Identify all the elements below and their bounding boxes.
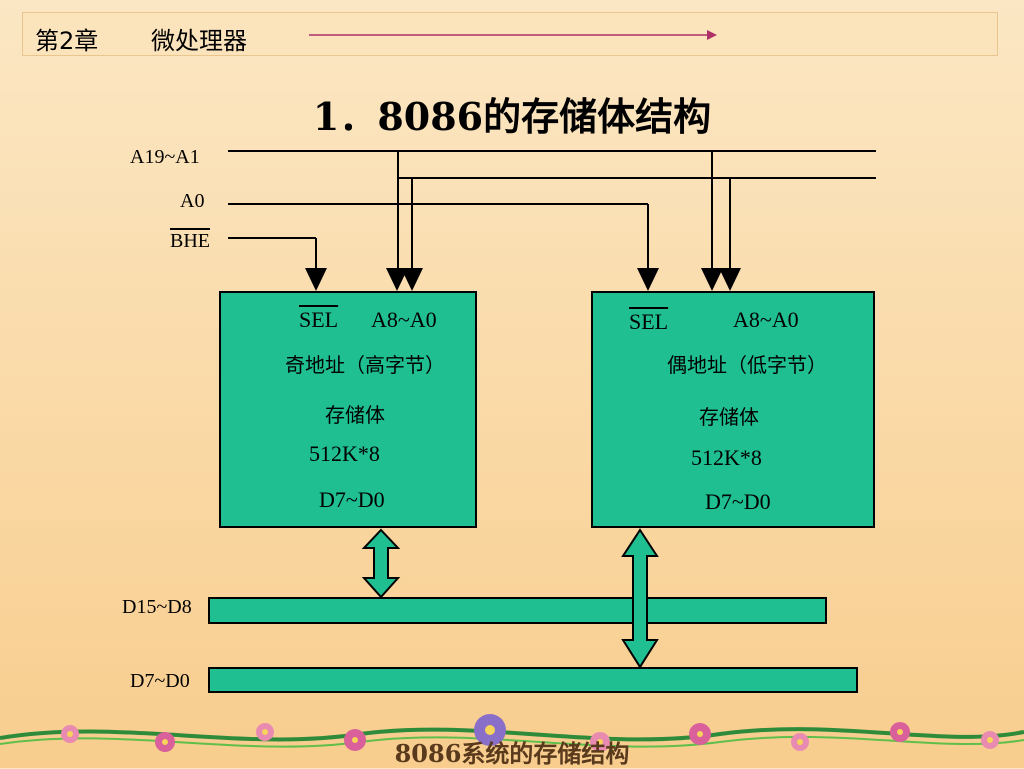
footer-caption: 8086系统的存储结构	[394, 739, 630, 768]
odd-memory-bank: SEL A8~A0 奇地址（高字节） 存储体 512K*8 D7~D0	[219, 291, 477, 528]
bhe-arrowhead-icon	[305, 268, 327, 291]
data-bus-low	[208, 667, 858, 693]
a0-arrowhead-icon	[637, 268, 659, 291]
floral-footer-decoration	[0, 714, 1024, 752]
odd-sel-label: SEL	[299, 307, 339, 332]
odd-bank-name: 奇地址（高字节）	[285, 353, 445, 377]
odd-data-label: D7~D0	[319, 487, 385, 512]
even-addr-arrowhead-1-icon	[701, 268, 723, 291]
even-addr-arrowhead-2-icon	[719, 268, 741, 291]
signal-bhe-label: BHE	[170, 230, 210, 252]
signal-a19-a1-label: A19~A1	[130, 146, 200, 168]
even-bank-bus-arrow-icon	[621, 528, 659, 669]
bus-low-label: D7~D0	[130, 670, 190, 692]
header-arrow-icon	[309, 30, 717, 40]
header-bar: 第2章 微处理器	[22, 12, 998, 56]
even-data-label: D7~D0	[705, 489, 771, 514]
odd-bank-size: 512K*8	[309, 441, 380, 466]
bus-high-label: D15~D8	[122, 596, 192, 618]
odd-addr-arrowhead-2-icon	[401, 268, 423, 291]
signal-a0-label: A0	[180, 190, 205, 212]
even-memory-bank: SEL A8~A0 偶地址（低字节） 存储体 512K*8 D7~D0	[591, 291, 875, 528]
odd-addr-arrowhead-1-icon	[386, 268, 408, 291]
flower-icons	[61, 714, 999, 752]
data-bus-high	[208, 597, 827, 624]
odd-addr-label: A8~A0	[371, 307, 437, 332]
odd-bank-kind: 存储体	[325, 403, 385, 427]
even-sel-label: SEL	[629, 309, 669, 334]
odd-bank-bus-arrow-icon	[361, 528, 401, 599]
even-bank-kind: 存储体	[699, 405, 759, 429]
even-bank-size: 512K*8	[691, 445, 762, 470]
even-addr-label: A8~A0	[733, 307, 799, 332]
even-bank-name: 偶地址（低字节）	[667, 353, 827, 377]
subject-label: 微处理器	[151, 27, 247, 55]
page-title: 1．8086的存储体结构	[312, 94, 712, 139]
chapter-label: 第2章	[35, 27, 99, 55]
